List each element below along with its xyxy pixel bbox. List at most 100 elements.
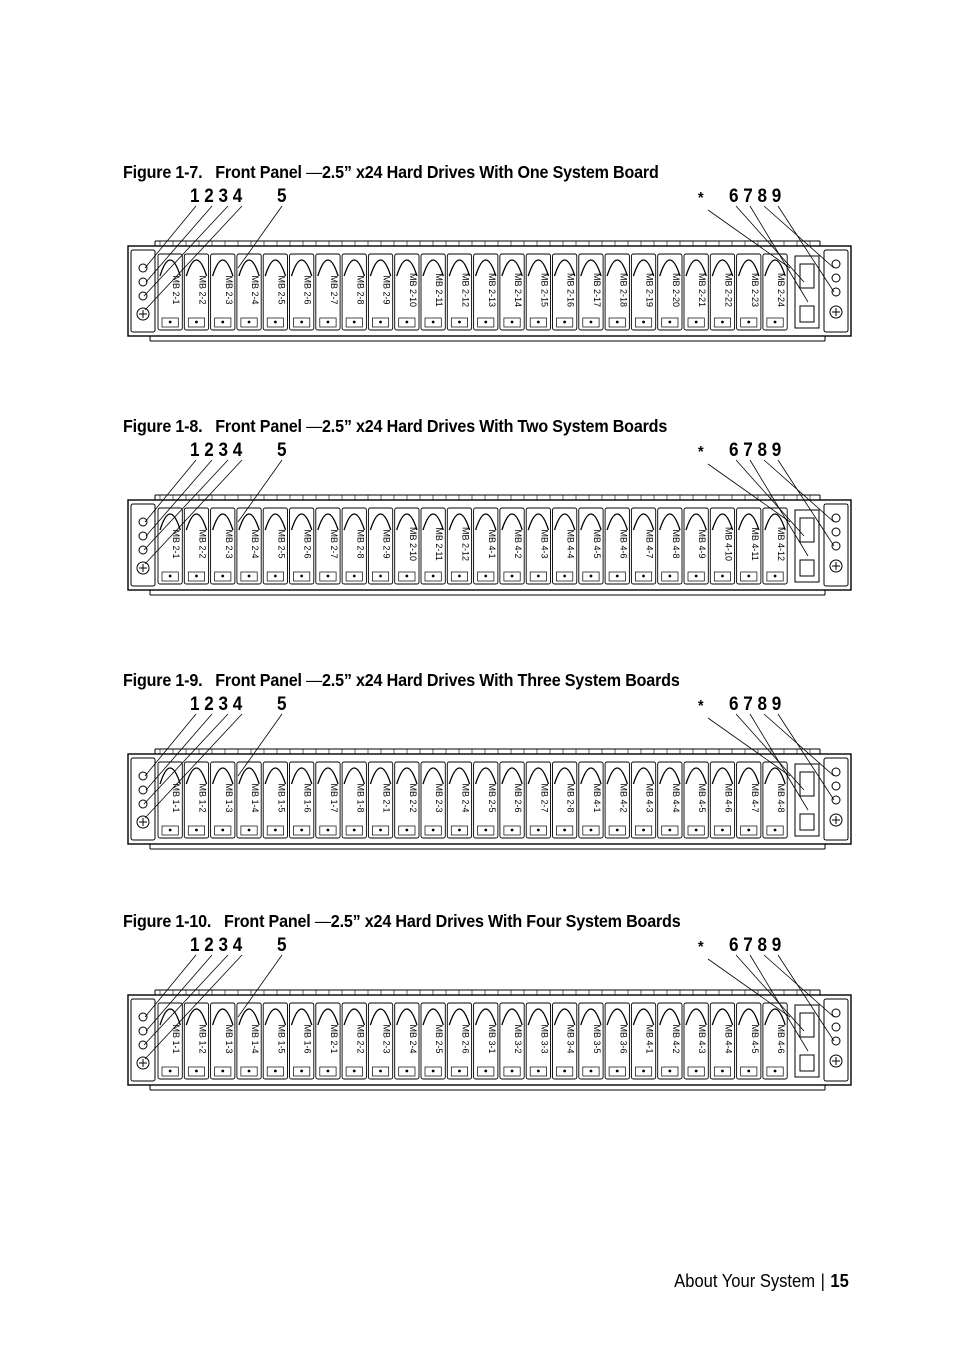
drive-handle [632, 259, 655, 277]
status-led-icon [831, 1022, 841, 1032]
callout-leader [143, 713, 229, 805]
drive-label: MB 2-2 [197, 529, 207, 558]
callout-leader [763, 954, 835, 1018]
left-control-panel [130, 503, 156, 587]
drive-carrier [736, 253, 762, 331]
drive-carrier [630, 253, 657, 331]
drive-handle [211, 1008, 234, 1026]
drive-carrier [262, 1002, 288, 1080]
drive-label: MB 2-16 [566, 273, 576, 307]
drive-label: MB 4-8 [671, 529, 681, 558]
drive-handle [448, 767, 471, 785]
drive-bay: MB 4-6 [604, 507, 630, 585]
drive-handle [474, 513, 497, 531]
drive-label: MB 2-6 [303, 275, 313, 304]
drive-led-icon [405, 320, 409, 324]
callout-leader [707, 958, 791, 1018]
drive-bay: MB 2-3 [420, 761, 446, 839]
drive-label: MB 2-19 [645, 273, 655, 307]
status-led-icon [138, 799, 148, 809]
drive-bay: MB 2-16 [552, 253, 578, 331]
drive-led-icon [326, 828, 330, 832]
drive-handle [290, 513, 313, 531]
callout-leader [144, 459, 197, 523]
drive-led-icon [615, 320, 619, 324]
drive-carrier [210, 1002, 236, 1080]
drive-led-icon [221, 828, 225, 832]
drive-label: MB 2-11 [434, 527, 444, 560]
callout-leader [144, 713, 243, 819]
callout-leader [144, 205, 243, 311]
drive-led-icon [458, 828, 461, 832]
drive-carrier [578, 253, 604, 331]
drive-latch [477, 825, 495, 836]
drive-label: MB 1-1 [171, 783, 181, 812]
drive-bay: MB 2-5 [473, 761, 499, 839]
drive-handle [632, 767, 655, 785]
drive-carrier [236, 761, 262, 839]
drive-bay: MB 4-1 [473, 507, 499, 585]
status-led-icon [138, 263, 148, 273]
drive-label: MB 3-5 [592, 1024, 602, 1053]
drive-latch [740, 317, 758, 328]
drive-carrier [315, 1002, 341, 1080]
drive-label: MB 4-8 [776, 783, 786, 812]
drive-latch [266, 1066, 284, 1077]
status-led-icon [138, 517, 148, 527]
drive-label: MB 4-5 [750, 1024, 760, 1053]
drive-bay: MB 3-5 [578, 1002, 604, 1080]
drive-bay: MB 2-10 [394, 253, 420, 331]
drive-bay: MB 2-4 [236, 253, 262, 331]
drive-label: MB 1-1 [171, 1024, 181, 1053]
callouts-right: 6 7 8 9 [729, 440, 782, 461]
drive-label: MB 1-5 [276, 783, 286, 812]
drive-bay: MB 4-10 [709, 507, 736, 585]
drive-carrier [394, 507, 420, 585]
drive-handle [238, 1008, 260, 1026]
drive-led-icon [405, 1069, 409, 1073]
drive-label: MB 4-3 [539, 529, 549, 558]
drive-bay: MB 2-11 [420, 507, 446, 585]
drive-label: MB 3-6 [618, 1024, 628, 1053]
figure-title-dash: — [306, 670, 323, 690]
drive-carrier [709, 761, 736, 839]
drive-led-icon [431, 574, 435, 578]
drive-led-icon [273, 828, 277, 832]
drive-led-icon [510, 828, 514, 832]
drive-handle [685, 259, 707, 277]
drive-handle [527, 767, 550, 785]
drive-led-icon [536, 828, 540, 832]
drive-latch [319, 317, 337, 328]
drive-led-icon [668, 828, 672, 832]
drive-label: MB 4-12 [776, 527, 786, 561]
drive-latch [293, 317, 311, 328]
drive-handle [369, 259, 392, 277]
drive-label: MB 4-4 [671, 783, 681, 812]
drive-latch [345, 317, 363, 328]
drive-led-icon [721, 320, 724, 324]
callout-leader [144, 713, 197, 777]
drive-handle [685, 767, 707, 785]
drive-carrier [683, 1002, 709, 1080]
drive-label: MB 2-6 [303, 529, 313, 558]
drive-led-icon [615, 1069, 619, 1073]
drive-bay: MB 4-2 [499, 507, 525, 585]
drive-carrier [525, 507, 551, 585]
drive-latch [529, 825, 547, 836]
drive-handle [448, 513, 471, 531]
drive-led-icon [221, 320, 225, 324]
drive-carrier [420, 507, 446, 585]
drive-led-icon [484, 1069, 488, 1073]
drive-carrier [683, 761, 709, 839]
drive-led-icon [773, 574, 777, 578]
drive-handle [159, 1008, 181, 1026]
drive-carrier [525, 1002, 551, 1080]
drive-bay: MB 2-9 [367, 253, 394, 331]
drive-handle [317, 259, 339, 277]
drive-handle [553, 259, 576, 277]
drive-handle [290, 1008, 313, 1026]
drive-led-icon [300, 320, 304, 324]
drive-led-icon [721, 574, 724, 578]
drive-bay: MB 2-2 [394, 761, 420, 839]
callout-leader [777, 205, 835, 293]
